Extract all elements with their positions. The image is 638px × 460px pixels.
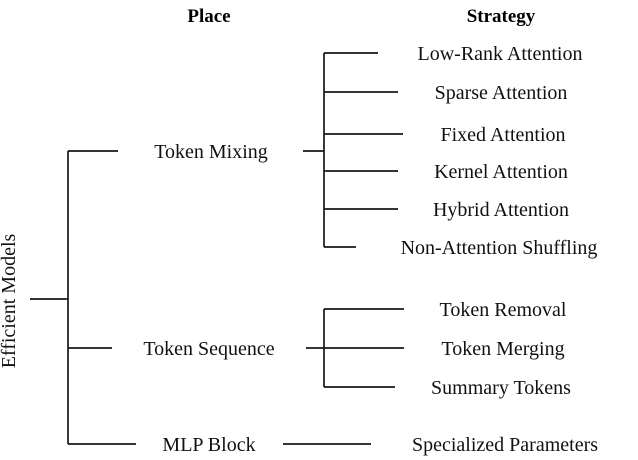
strategy-label-kernel-attention: Kernel Attention bbox=[434, 161, 568, 183]
strategy-label-low-rank-attention: Low-Rank Attention bbox=[418, 43, 583, 65]
strategy-leaf-specialized-parameters[interactable]: Specialized Parameters bbox=[412, 434, 598, 456]
strategy-leaf-non-attention-shuffling[interactable]: Non-Attention Shuffling bbox=[324, 237, 597, 259]
strategy-label-token-removal: Token Removal bbox=[440, 299, 567, 321]
strategy-leaf-token-merging[interactable]: Token Merging bbox=[324, 338, 565, 360]
place-node-mlp-block[interactable]: MLP Block bbox=[68, 434, 371, 456]
strategy-label-sparse-attention: Sparse Attention bbox=[435, 82, 568, 104]
strategy-label-specialized-parameters: Specialized Parameters bbox=[412, 434, 598, 456]
strategy-leaf-token-removal[interactable]: Token Removal bbox=[324, 299, 567, 321]
strategy-leaf-summary-tokens[interactable]: Summary Tokens bbox=[324, 377, 571, 399]
column-header-strategy: Strategy bbox=[467, 6, 536, 27]
place-label-token-sequence: Token Sequence bbox=[143, 338, 274, 360]
root-label-efficient-models: Efficient Models bbox=[0, 233, 20, 368]
strategy-leaf-sparse-attention[interactable]: Sparse Attention bbox=[324, 82, 567, 104]
strategy-label-summary-tokens: Summary Tokens bbox=[431, 377, 571, 399]
strategy-leaf-fixed-attention[interactable]: Fixed Attention bbox=[324, 124, 566, 146]
place-label-token-mixing: Token Mixing bbox=[154, 141, 268, 163]
strategy-label-fixed-attention: Fixed Attention bbox=[441, 124, 566, 146]
place-node-token-sequence[interactable]: Token Sequence bbox=[68, 338, 324, 360]
strategy-label-hybrid-attention: Hybrid Attention bbox=[433, 199, 569, 221]
strategy-label-token-merging: Token Merging bbox=[441, 338, 564, 360]
place-node-token-mixing[interactable]: Token Mixing bbox=[68, 141, 324, 163]
strategy-leaf-hybrid-attention[interactable]: Hybrid Attention bbox=[324, 199, 569, 221]
column-header-place: Place bbox=[187, 6, 230, 27]
root-node-group: Efficient Models bbox=[0, 151, 69, 444]
strategy-leaf-kernel-attention[interactable]: Kernel Attention bbox=[324, 161, 568, 183]
place-label-mlp-block: MLP Block bbox=[162, 434, 255, 456]
strategy-label-non-attention-shuffling: Non-Attention Shuffling bbox=[401, 237, 598, 259]
strategy-leaf-low-rank-attention[interactable]: Low-Rank Attention bbox=[324, 43, 582, 65]
